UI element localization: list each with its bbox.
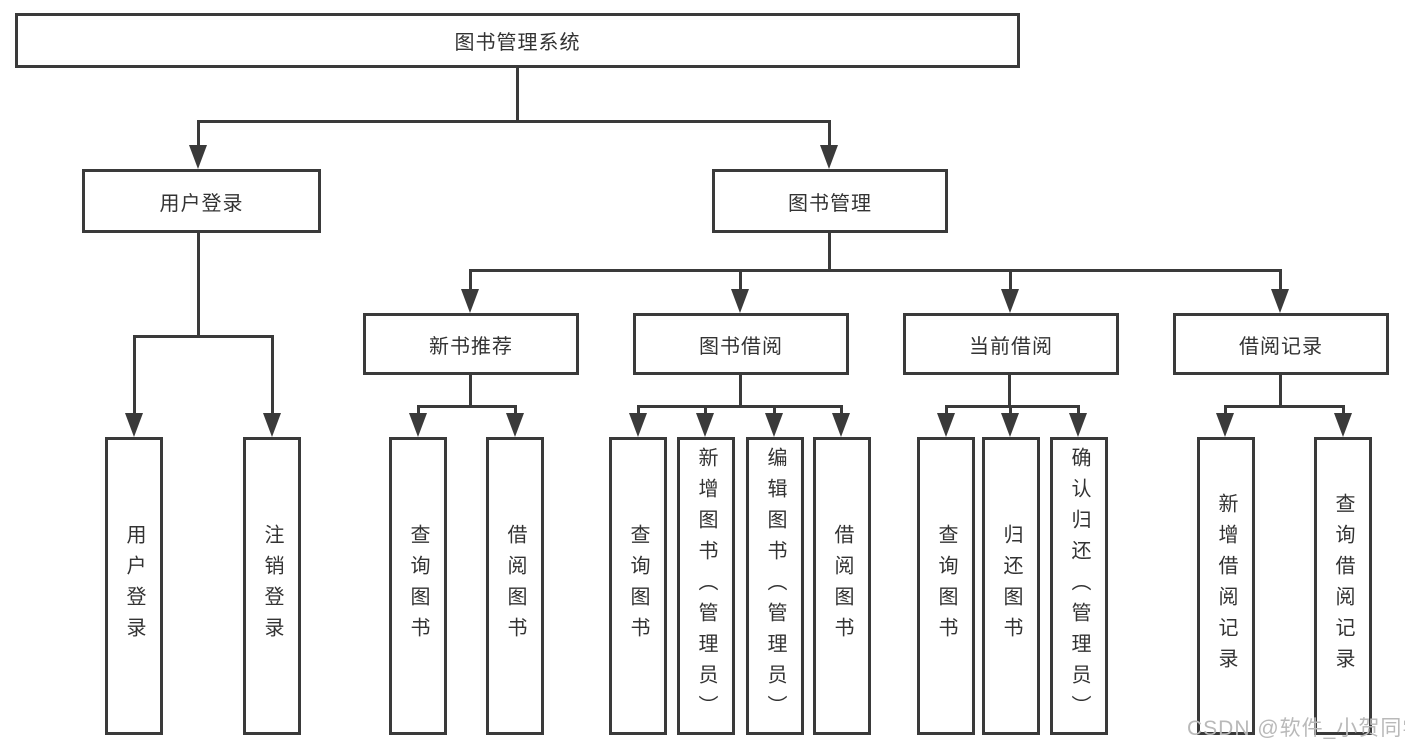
leaf-search-books-current: 查询图书 xyxy=(917,437,975,735)
connector-records-drop1 xyxy=(1224,405,1227,417)
node-user-login: 用户登录 xyxy=(82,169,321,233)
connector-recommend-stem xyxy=(469,375,472,408)
connector-userlogin-drop1 xyxy=(133,335,136,415)
leaf-borrow-books: 借阅图书 xyxy=(813,437,871,735)
arrowhead-down-icon xyxy=(629,413,647,437)
connector-current-drop2 xyxy=(1009,405,1012,417)
arrowhead-down-icon xyxy=(125,413,143,437)
leaf-search-books-recommend: 查询图书 xyxy=(389,437,447,735)
connector-borrowing-hbar xyxy=(637,405,843,408)
arrowhead-down-icon xyxy=(1271,289,1289,313)
connector-bookmgmt-drop1 xyxy=(469,269,472,291)
arrowhead-down-icon xyxy=(1001,289,1019,313)
arrowhead-down-icon xyxy=(1069,413,1087,437)
connector-borrowing-stem xyxy=(739,375,742,408)
arrowhead-down-icon xyxy=(731,289,749,313)
connector-userlogin-hbar xyxy=(133,335,274,338)
arrowhead-down-icon xyxy=(765,413,783,437)
connector-root-drop-left xyxy=(197,120,200,147)
arrowhead-down-icon xyxy=(506,413,524,437)
connector-records-hbar xyxy=(1224,405,1345,408)
connector-recommend-drop1 xyxy=(417,405,420,417)
arrowhead-down-icon xyxy=(189,145,207,169)
connector-userlogin-drop2 xyxy=(271,335,274,415)
connector-bookmgmt-drop2 xyxy=(739,269,742,291)
connector-root-drop-right xyxy=(828,120,831,147)
node-borrowing-records: 借阅记录 xyxy=(1173,313,1389,375)
arrowhead-down-icon xyxy=(1334,413,1352,437)
leaf-confirm-return-admin: 确认归还（管理员） xyxy=(1050,437,1108,735)
connector-current-drop1 xyxy=(945,405,948,417)
connector-bookmgmt-stem xyxy=(828,233,831,272)
node-library-management-system: 图书管理系统 xyxy=(15,13,1020,68)
arrowhead-down-icon xyxy=(263,413,281,437)
leaf-add-borrow-record: 新增借阅记录 xyxy=(1197,437,1255,735)
arrowhead-down-icon xyxy=(461,289,479,313)
leaf-add-books-admin: 新增图书（管理员） xyxy=(677,437,735,735)
connector-recommend-drop2 xyxy=(514,405,517,417)
leaf-return-books: 归还图书 xyxy=(982,437,1040,735)
leaf-search-books: 查询图书 xyxy=(609,437,667,735)
connector-borrowing-drop1 xyxy=(637,405,640,417)
leaf-borrow-books-recommend: 借阅图书 xyxy=(486,437,544,735)
leaf-user-login: 用户登录 xyxy=(105,437,163,735)
node-book-management: 图书管理 xyxy=(712,169,948,233)
leaf-edit-books-admin: 编辑图书（管理员） xyxy=(746,437,804,735)
connector-root-hbar xyxy=(197,120,831,123)
connector-userlogin-stem xyxy=(197,233,200,338)
connector-borrowing-drop3 xyxy=(773,405,776,417)
connector-current-hbar xyxy=(945,405,1080,408)
connector-records-stem xyxy=(1279,375,1282,408)
arrowhead-down-icon xyxy=(696,413,714,437)
connector-bookmgmt-drop4 xyxy=(1279,269,1282,291)
connector-bookmgmt-drop3 xyxy=(1009,269,1012,291)
leaf-logout: 注销登录 xyxy=(243,437,301,735)
arrowhead-down-icon xyxy=(937,413,955,437)
arrowhead-down-icon xyxy=(1001,413,1019,437)
connector-current-stem xyxy=(1008,375,1011,408)
node-current-borrowing: 当前借阅 xyxy=(903,313,1119,375)
node-book-borrowing: 图书借阅 xyxy=(633,313,849,375)
connector-current-drop3 xyxy=(1077,405,1080,417)
leaf-search-borrow-record: 查询借阅记录 xyxy=(1314,437,1372,735)
arrowhead-down-icon xyxy=(409,413,427,437)
arrowhead-down-icon xyxy=(820,145,838,169)
arrowhead-down-icon xyxy=(832,413,850,437)
connector-borrowing-drop4 xyxy=(840,405,843,417)
connector-borrowing-drop2 xyxy=(704,405,707,417)
connector-recommend-hbar xyxy=(417,405,517,408)
arrowhead-down-icon xyxy=(1216,413,1234,437)
connector-root-stem xyxy=(516,68,519,123)
connector-bookmgmt-hbar xyxy=(469,269,1282,272)
node-new-book-recommendation: 新书推荐 xyxy=(363,313,579,375)
connector-records-drop2 xyxy=(1342,405,1345,417)
csdn-watermark: CSDN @软件_小贺同学 xyxy=(1187,717,1405,740)
